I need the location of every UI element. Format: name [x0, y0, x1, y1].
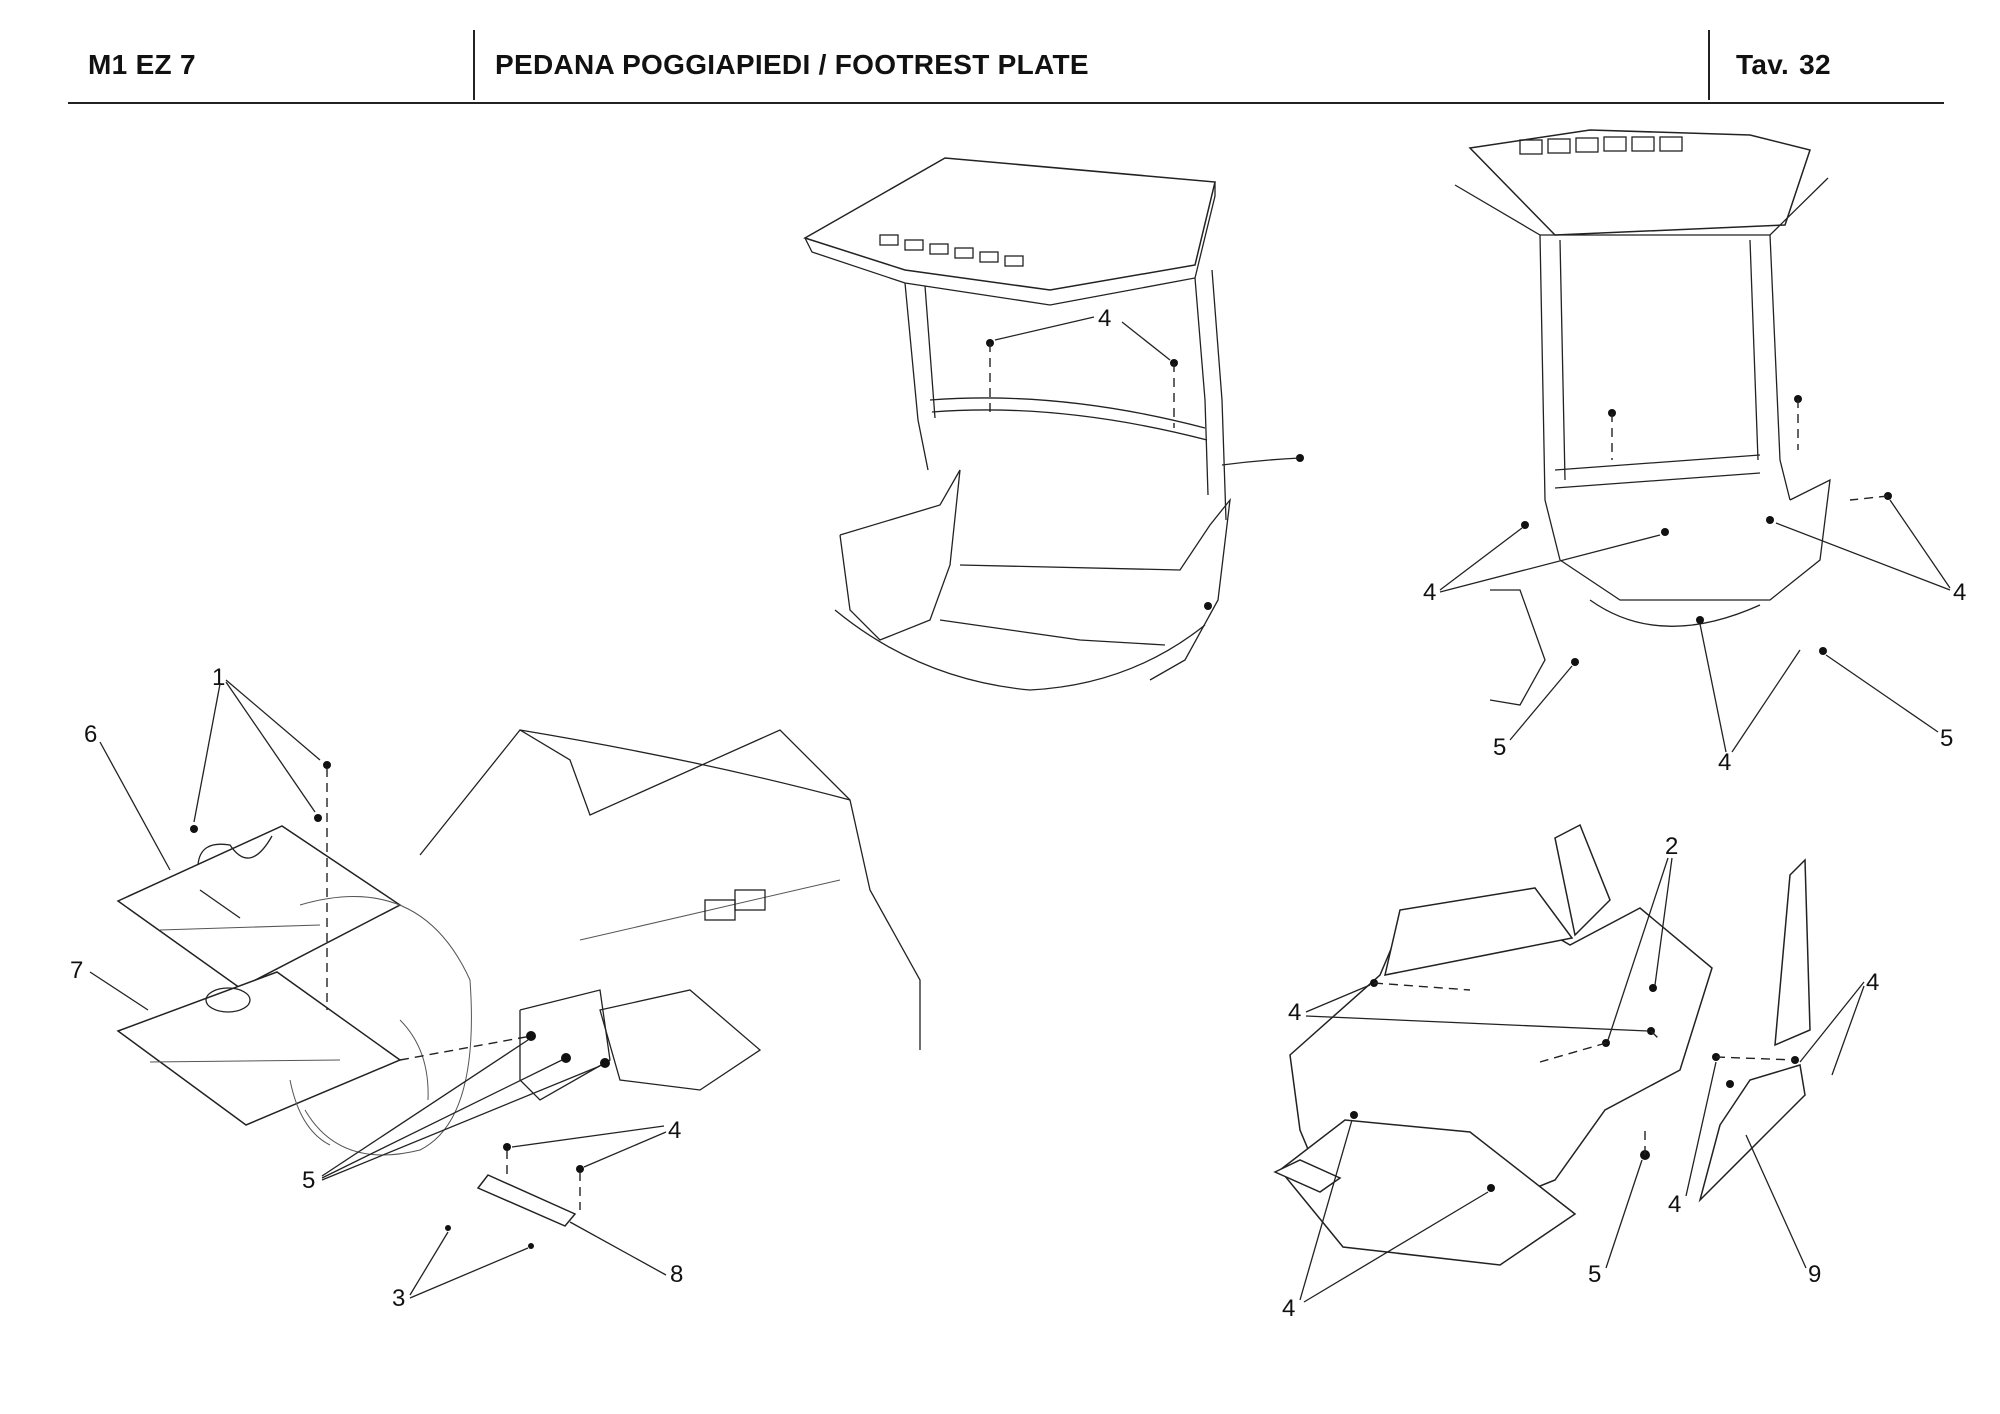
- callout-9: 9: [1808, 1261, 1821, 1288]
- title-block: M1 EZ 7 PEDANA POGGIAPIEDI / FOOTREST PL…: [68, 30, 1944, 104]
- callout-8: 8: [670, 1261, 683, 1288]
- page-title: PEDANA POGGIAPIEDI / FOOTREST PLATE: [473, 30, 1763, 100]
- cab-view-front: 4: [803, 157, 1304, 691]
- callout-4: 4: [1098, 305, 1111, 332]
- toe-plate: [1273, 1159, 1342, 1193]
- callout-4: 4: [668, 1117, 681, 1144]
- callout-4: 4: [1423, 579, 1436, 606]
- callout-4: 4: [1668, 1191, 1681, 1218]
- footrest-mat: [116, 825, 402, 989]
- callout-3: 3: [392, 1285, 405, 1312]
- side-wall: [1554, 823, 1611, 937]
- callout-2: 2: [1665, 833, 1678, 860]
- table-prefix: Tav.: [1736, 49, 1790, 80]
- callout-4: 4: [1866, 969, 1879, 996]
- support-bracket: [476, 1174, 577, 1227]
- cab-roof: [803, 157, 1216, 291]
- table-number-cell: Tav. 32: [1708, 30, 1944, 100]
- callout-4: 4: [1953, 579, 1966, 606]
- callout-1: 1: [212, 664, 225, 691]
- callout-5: 5: [1493, 734, 1506, 761]
- side-panel-left: [1384, 887, 1574, 976]
- callout-5: 5: [302, 1167, 315, 1194]
- cab-view-rear: 4 4 5 5 4: [1423, 129, 1966, 776]
- callout-4: 4: [1282, 1295, 1295, 1322]
- table-number: 32: [1799, 49, 1831, 80]
- callout-4: 4: [1718, 749, 1731, 776]
- floor-frame-view: 2 4 4 4 5 9 4: [1273, 823, 1879, 1322]
- callout-5: 5: [1940, 725, 1953, 752]
- footrest-mat-frame: [1278, 1119, 1577, 1266]
- callout-5: 5: [1588, 1261, 1601, 1288]
- side-panel-right: [1774, 858, 1811, 1047]
- callout-4: 4: [1288, 999, 1301, 1026]
- model-code: M1 EZ 7: [88, 49, 196, 80]
- callout-6: 6: [84, 721, 97, 748]
- cab-roof-rear: [1468, 129, 1811, 236]
- callout-7: 7: [70, 957, 83, 984]
- side-guard: [1698, 1064, 1806, 1203]
- footrest-exploded-view: 1 6 7 5 4 3 8: [70, 664, 921, 1312]
- footrest-plate: [116, 971, 402, 1126]
- step-bracket: [599, 989, 762, 1091]
